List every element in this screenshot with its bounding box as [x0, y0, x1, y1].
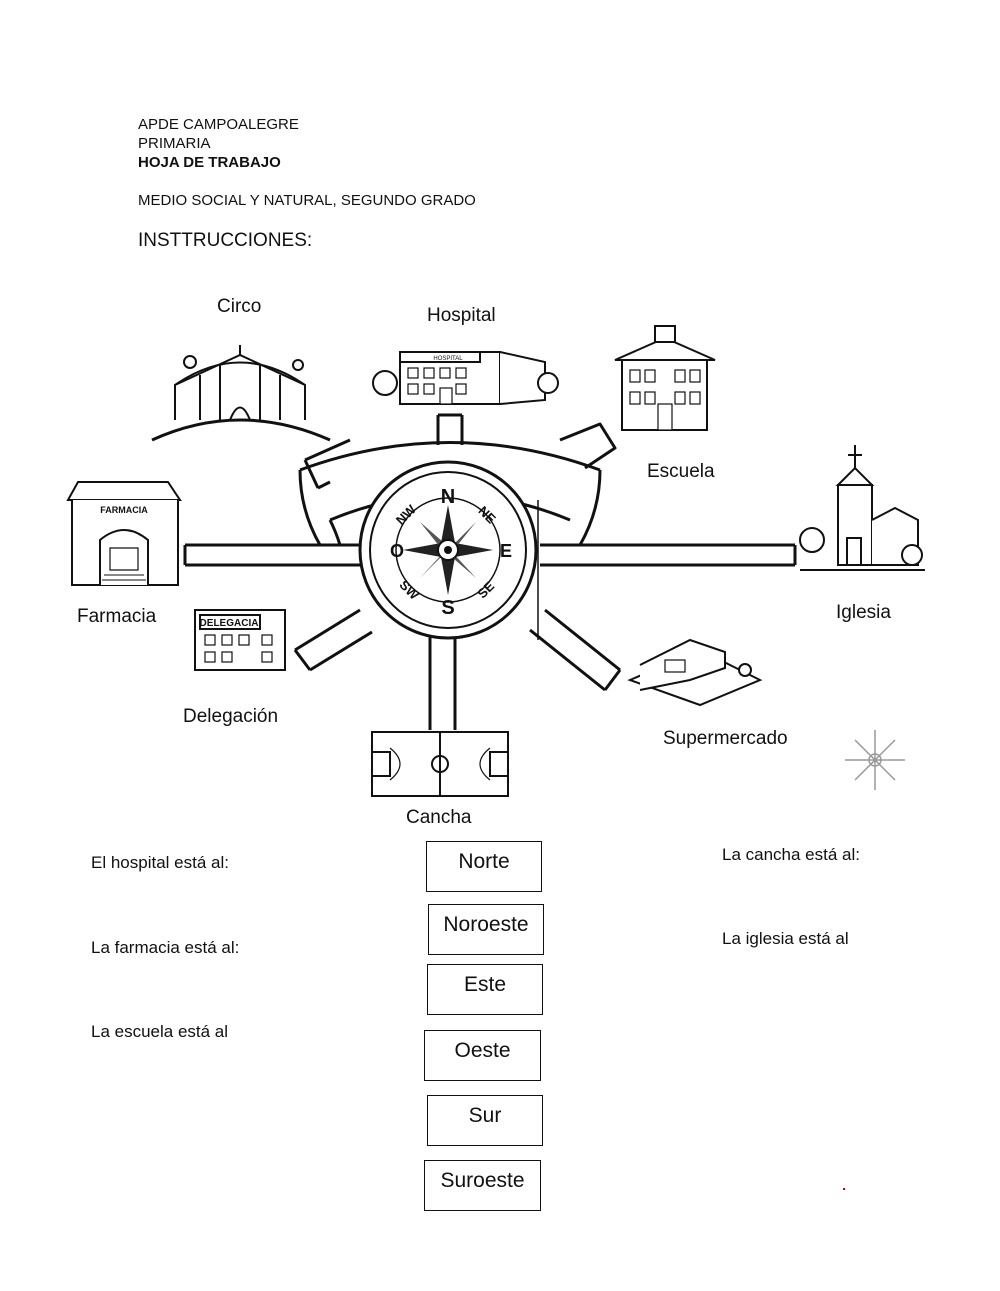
pharmacy-sign-text: FARMACIA: [100, 505, 148, 515]
answer-box-este[interactable]: Este: [427, 964, 543, 1015]
label-cancha: Cancha: [406, 807, 472, 828]
answer-box-noroeste[interactable]: Noroeste: [428, 904, 544, 955]
road-west: [183, 543, 360, 567]
compass-n-label: N: [441, 486, 455, 508]
road-southeast: [529, 608, 622, 692]
label-circo: Circo: [217, 296, 262, 317]
label-farmacia: Farmacia: [77, 606, 157, 627]
answer-box-sur[interactable]: Sur: [427, 1095, 543, 1146]
subject-line: MEDIO SOCIAL Y NATURAL, SEGUNDO GRADO: [138, 192, 476, 209]
answer-box-suroeste[interactable]: Suroeste: [424, 1160, 541, 1211]
small-compass-icon: [845, 730, 905, 790]
supermarket-icon: [627, 638, 763, 707]
church-icon: [799, 445, 925, 571]
compass-e-label: E: [500, 541, 512, 561]
compass-o-label: O: [390, 541, 404, 561]
question-cancha: La cancha está al:: [722, 845, 860, 864]
question-iglesia: La iglesia está al: [722, 929, 849, 948]
answer-box-norte[interactable]: Norte: [426, 841, 542, 892]
school-level: PRIMARIA: [138, 135, 211, 152]
hospital-sign-text: HOSPITAL: [433, 356, 463, 362]
stray-mark: [843, 1188, 845, 1190]
label-hospital: Hospital: [427, 305, 496, 326]
school-icon: [614, 325, 716, 431]
road-north: [436, 413, 464, 445]
hospital-icon: [372, 351, 559, 405]
road-southwest: [293, 608, 373, 672]
label-escuela: Escuela: [647, 461, 715, 482]
answer-box-oeste[interactable]: Oeste: [424, 1030, 541, 1081]
label-delegacion: Delegación: [183, 706, 279, 727]
road-northeast: [559, 422, 617, 470]
compass-rose: [358, 460, 538, 640]
road-east: [540, 543, 797, 567]
label-supermercado: Supermercado: [663, 728, 788, 749]
question-farmacia: La farmacia está al:: [91, 938, 240, 957]
question-hospital: El hospital está al:: [91, 853, 229, 872]
police-sign-text: DELEGACIA: [200, 618, 259, 629]
court-icon: [371, 731, 509, 797]
road-south: [428, 630, 457, 730]
pharmacy-icon: [66, 481, 182, 586]
worksheet-title: HOJA DE TRABAJO: [138, 154, 281, 171]
road-outer-arc: [299, 441, 601, 472]
instructions-heading: INSTTRUCCIONES:: [138, 230, 313, 251]
school-name: APDE CAMPOALEGRE: [138, 116, 299, 133]
road-northwest: [303, 438, 351, 490]
compass-s-label: S: [441, 597, 454, 619]
question-escuela: La escuela está al: [91, 1022, 229, 1041]
label-iglesia: Iglesia: [836, 602, 891, 623]
police-station-icon: [194, 609, 286, 671]
circus-icon: [151, 345, 331, 442]
